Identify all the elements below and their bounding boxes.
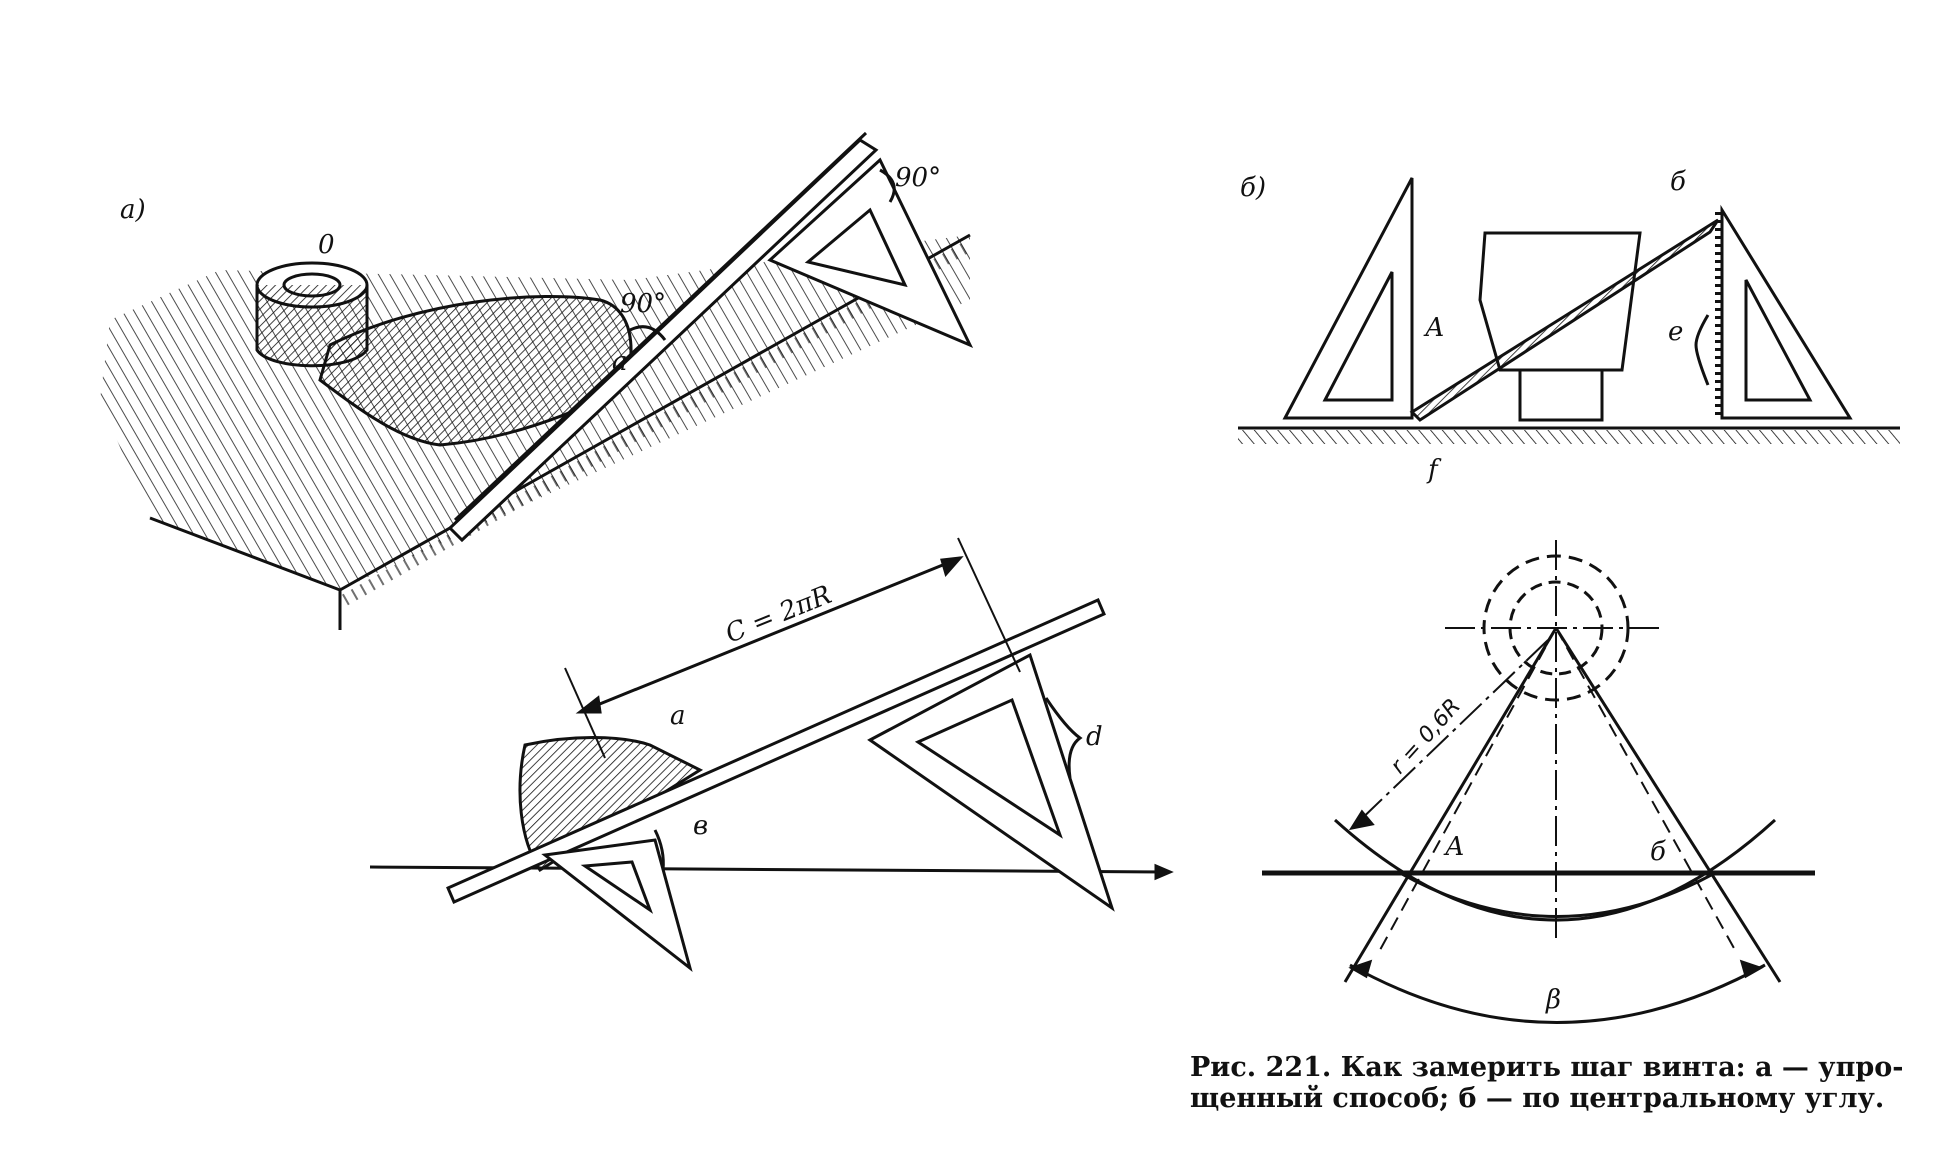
- angle-90-upper: 90°: [895, 163, 941, 193]
- small-set-square: [541, 838, 693, 972]
- angle-v-label: в: [693, 811, 708, 841]
- point-o-label: 0: [318, 230, 335, 260]
- left-set-square: [1282, 177, 1414, 420]
- side-e-label: е: [1668, 317, 1683, 347]
- point-b-top-label: б: [1670, 167, 1686, 197]
- large-set-square: [867, 652, 1115, 912]
- panel-a-label: а): [120, 195, 146, 225]
- caption-line-2: щенный способ; б — по центральному углу.: [1190, 1083, 1885, 1114]
- blade-diagonal: [1409, 218, 1720, 422]
- side-d-label: d: [1086, 722, 1103, 752]
- figure-caption: Рис. 221. Как замерить шаг винта: а — уп…: [1190, 1052, 1910, 1114]
- set-square-top: [767, 157, 974, 348]
- measuring-ruler: [446, 598, 1106, 904]
- panel-b-label: б): [1240, 173, 1266, 203]
- point-a-top-label: а: [612, 347, 628, 377]
- radius-label: r = 0,6R: [1386, 694, 1466, 779]
- caption-line-1: Рис. 221. Как замерить шаг винта: а — уп…: [1190, 1052, 1904, 1083]
- panel-b-top-drawing: [1238, 177, 1900, 444]
- point-a-bottom-label: а: [670, 701, 686, 731]
- angle-90-lower: 90°: [620, 289, 666, 319]
- panel-b-bottom-drawing: [1262, 540, 1815, 1024]
- point-a-top-b-label: А: [1423, 313, 1445, 343]
- angle-beta-label: β: [1545, 985, 1561, 1015]
- panel-a-top-drawing: [100, 131, 974, 630]
- point-a-bottom-b-label: А: [1443, 832, 1465, 862]
- hub-side-view: [1478, 231, 1642, 372]
- right-set-square: [1720, 204, 1853, 420]
- point-f-label: f: [1426, 455, 1442, 485]
- panel-a-bottom-drawing: [369, 537, 1174, 972]
- point-b-bottom-label: б: [1650, 837, 1666, 867]
